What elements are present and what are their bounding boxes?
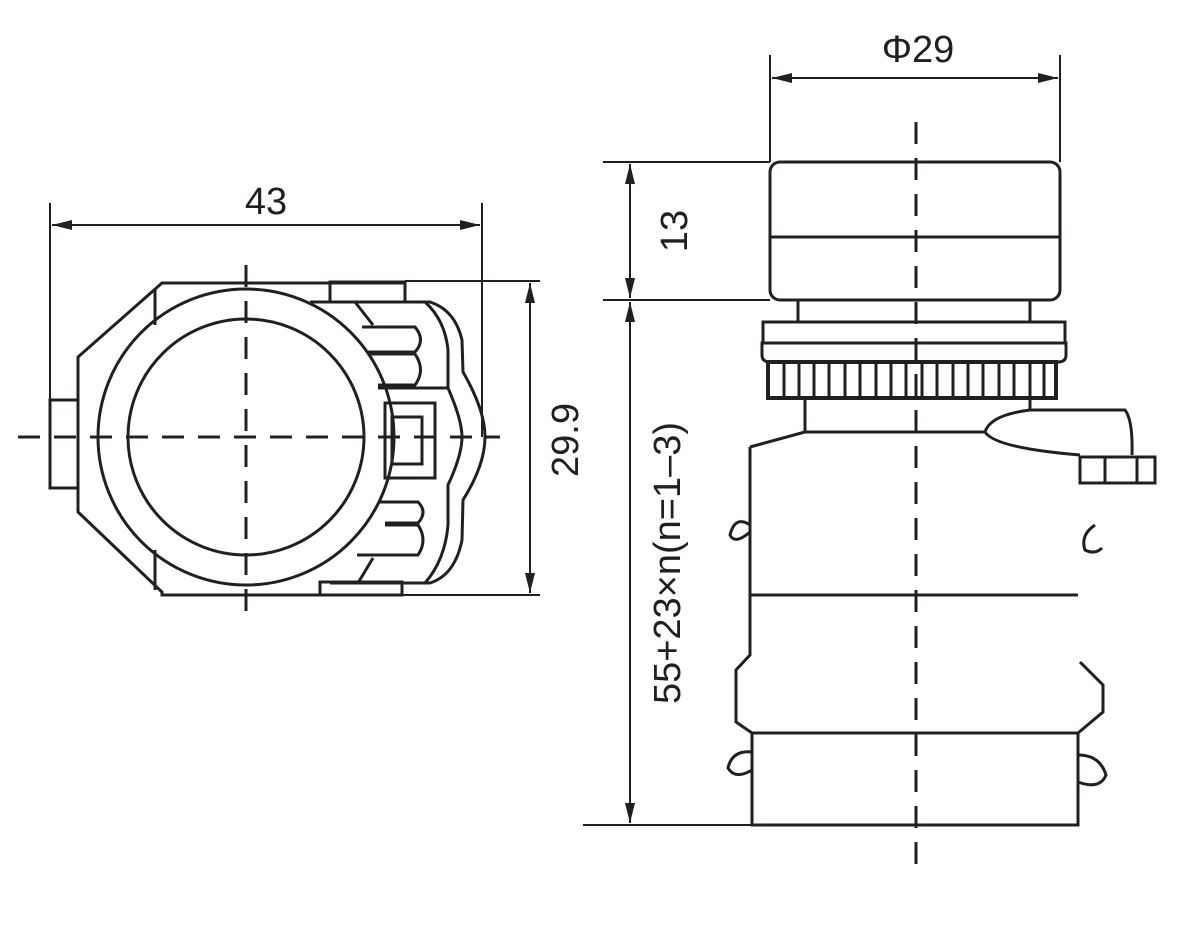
terminal-block: [1078, 455, 1157, 485]
contact-block-left: [734, 447, 753, 735]
dimension-cap-height: 13: [603, 161, 770, 301]
stem: [749, 398, 1134, 456]
dimension-height: 29.9: [400, 280, 587, 596]
side-view: [726, 122, 1157, 865]
dimension-body-length: 55+23×n(n=1–3): [583, 302, 752, 826]
side-tab: [48, 398, 80, 490]
knurled-nut: [766, 360, 1058, 400]
body-length-label: 55+23×n(n=1–3): [647, 422, 689, 704]
front-view: [18, 265, 500, 625]
contact-block-right: [1077, 660, 1105, 735]
cap-height-label: 13: [654, 210, 696, 252]
dimension-width: 43: [49, 181, 483, 437]
dimension-diameter: Φ29: [769, 29, 1061, 162]
knurled-housing: [310, 300, 487, 585]
neck: [796, 298, 1032, 324]
lever: [983, 408, 1081, 457]
contact-block-base: [750, 731, 1080, 827]
indicator-slot: [383, 401, 437, 480]
bezel-ring: [96, 287, 396, 587]
height-label: 29.9: [545, 403, 587, 477]
body-outline: [76, 281, 405, 597]
diameter-label: Φ29: [882, 29, 955, 71]
top-tab: [328, 280, 407, 304]
button-face: [126, 317, 366, 557]
mounting-ring: [761, 320, 1067, 345]
width-label: 43: [245, 181, 287, 223]
